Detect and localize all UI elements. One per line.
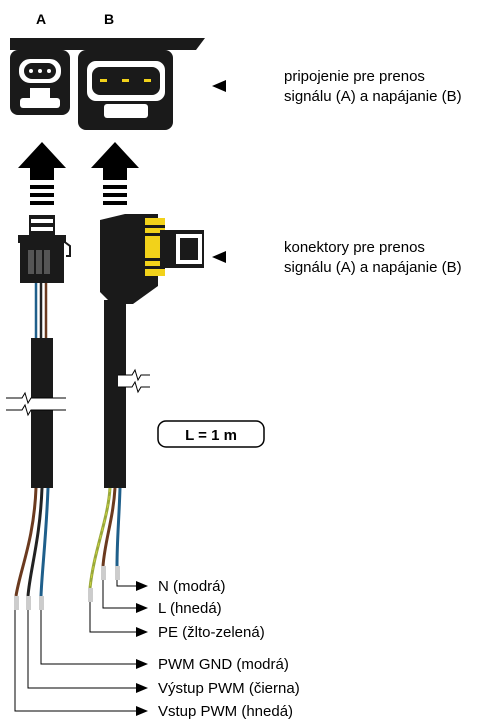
up-arrow-b-icon xyxy=(91,142,139,205)
wire-label-l: L (hnedá) xyxy=(158,600,222,617)
socket-b xyxy=(78,50,173,130)
length-label: L = 1 m xyxy=(185,427,237,444)
pointer-icon xyxy=(212,80,226,92)
wire-label-n: N (modrá) xyxy=(158,578,226,595)
callout-top-line1: pripojenie pre prenos xyxy=(284,68,425,85)
wire-label-pwm-gnd: PWM GND (modrá) xyxy=(158,656,289,673)
cable-b xyxy=(104,300,126,488)
callout-top-line2: signálu (A) a napájanie (B) xyxy=(284,88,462,105)
header-b: B xyxy=(104,11,114,27)
callout-mid-line2: signálu (A) a napájanie (B) xyxy=(284,259,462,276)
up-arrow-a-icon xyxy=(18,142,66,205)
callout-mid-line1: konektory pre prenos xyxy=(284,239,425,256)
wire-label-pwm-in: Vstup PWM (hnedá) xyxy=(158,703,293,720)
plug-a xyxy=(18,215,71,283)
header-a: A xyxy=(36,11,46,27)
signal-wires xyxy=(14,487,50,610)
mounting-plate xyxy=(10,38,205,50)
cable-a xyxy=(31,338,53,488)
wire-label-pwm-out: Výstup PWM (čierna) xyxy=(158,680,300,697)
socket-a xyxy=(10,50,70,115)
leader-lines xyxy=(14,580,136,712)
plug-b xyxy=(100,214,204,304)
cable-break-b xyxy=(118,368,150,394)
cable-break-a xyxy=(6,391,66,417)
power-wires xyxy=(88,487,122,602)
leader-arrowheads xyxy=(136,581,148,716)
pointer-icon xyxy=(212,251,226,263)
wire-label-pe: PE (žlto-zelená) xyxy=(158,624,265,641)
length-box xyxy=(157,420,265,448)
